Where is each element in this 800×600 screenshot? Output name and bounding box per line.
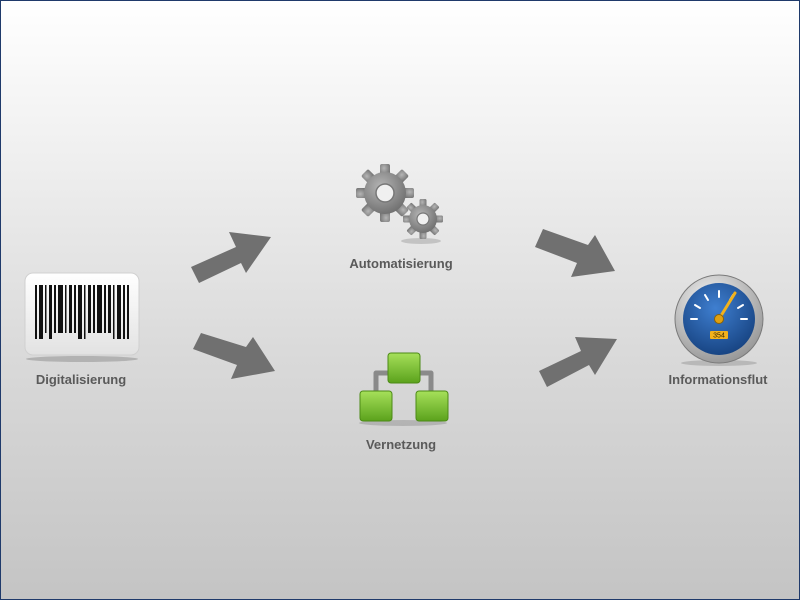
speedometer-icon: 354 [674, 274, 764, 366]
arrow-digitalisierung-to-automatisierung [191, 232, 271, 283]
label-automatisierung: Automatisierung [349, 256, 453, 271]
arrow-digitalisierung-to-vernetzung [193, 333, 275, 379]
gears-icon [356, 164, 443, 244]
arrow-automatisierung-to-informationsflut [535, 229, 615, 277]
node-informationsflut: 354 [669, 273, 769, 369]
node-vernetzung [355, 347, 451, 427]
label-digitalisierung: Digitalisierung [35, 372, 127, 387]
arrow-vernetzung-to-informationsflut [539, 337, 617, 387]
gauge-readout: 354 [713, 333, 725, 340]
node-digitalisierung [23, 271, 141, 363]
label-vernetzung: Vernetzung [365, 437, 437, 452]
network-icon [359, 352, 449, 426]
label-informationsflut: Informationsflut [668, 372, 768, 387]
barcode-icon [24, 272, 140, 362]
node-automatisierung [353, 161, 453, 247]
